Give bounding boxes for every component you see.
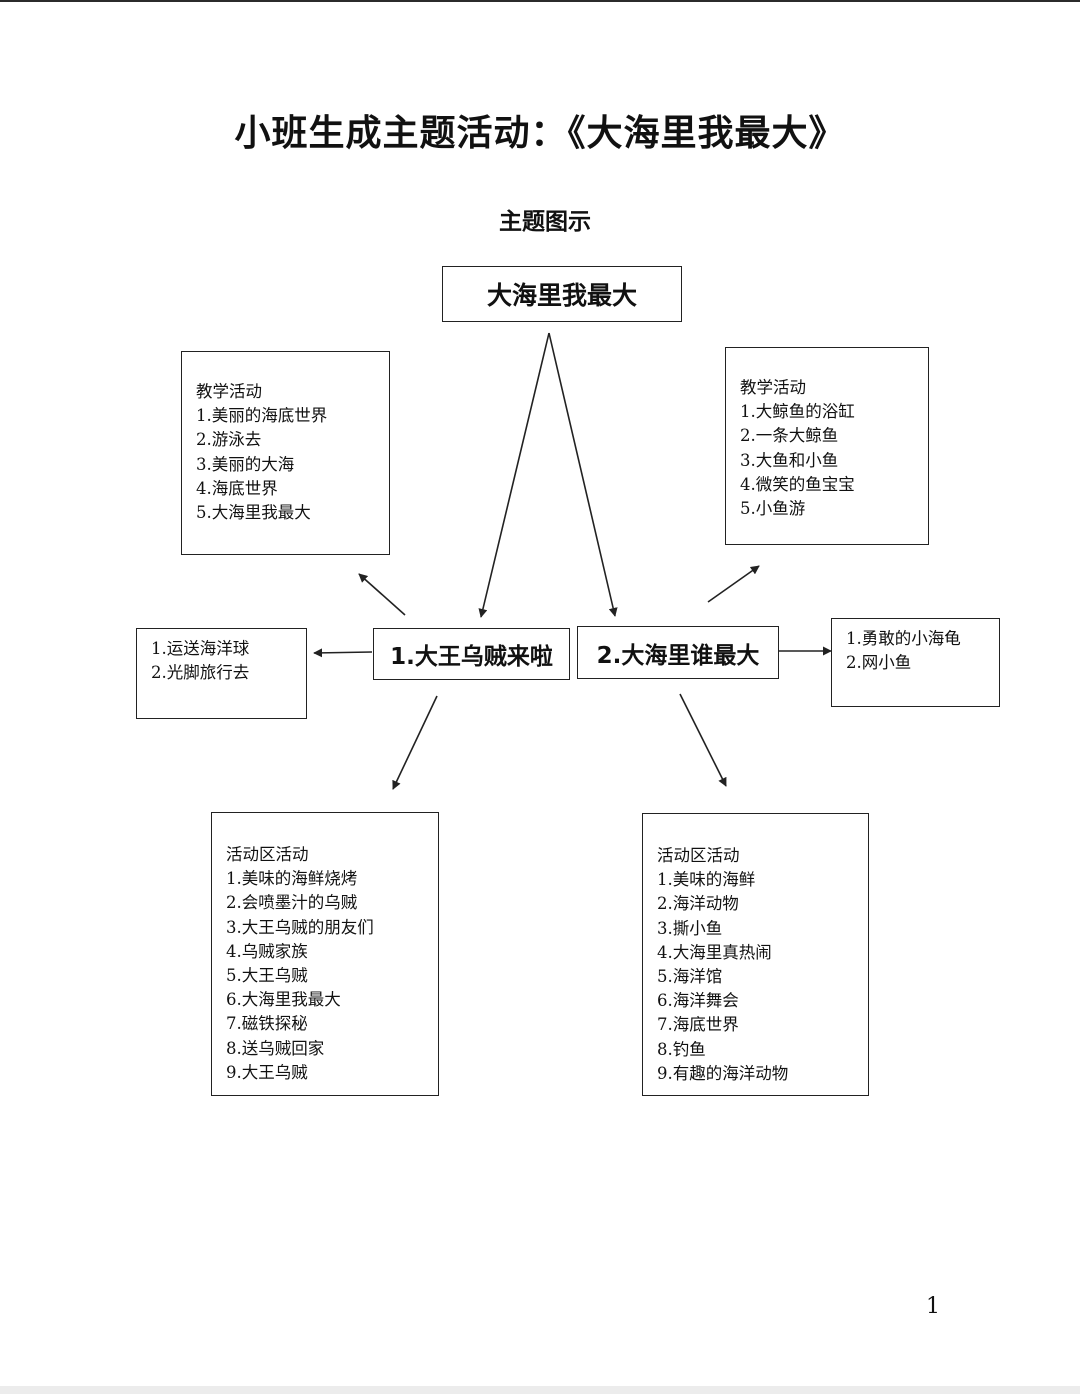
diagram-subtitle: 主题图示 <box>499 209 591 235</box>
list-item: 1.运送海洋球 <box>151 639 250 658</box>
area-right-heading: 活动区活动 <box>657 846 740 865</box>
list-item: 2.游泳去 <box>196 430 262 450</box>
list-item: 9.大王乌贼 <box>226 1062 308 1082</box>
list-item: 6.海洋舞会 <box>657 991 739 1011</box>
list-item: 4.海底世界 <box>196 478 278 498</box>
arrow-to-teaching-right <box>707 565 760 603</box>
top-rule <box>0 0 1080 2</box>
branch-box-right: 2.大海里谁最大 <box>577 626 779 679</box>
side-activities-left: 1.运送海洋球 2.光脚旅行去 <box>136 628 307 719</box>
list-item: 3.大鱼和小鱼 <box>740 450 839 470</box>
list-item: 9.有趣的海洋动物 <box>657 1063 789 1083</box>
list-item: 3.美丽的大海 <box>196 454 295 474</box>
list-item: 8.送乌贼回家 <box>226 1038 325 1058</box>
list-item: 4.大海里真热闹 <box>657 942 772 962</box>
list-item: 5.小鱼游 <box>740 499 806 519</box>
list-item: 7.海底世界 <box>657 1015 739 1035</box>
list-item: 5.大海里我最大 <box>196 503 311 523</box>
root-theme-box: 大海里我最大 <box>442 266 682 322</box>
list-item: 2.网小鱼 <box>846 653 912 673</box>
list-item: 2.一条大鲸鱼 <box>740 426 839 446</box>
list-item: 2.会喷墨汁的乌贼 <box>226 893 358 913</box>
arrow-to-area-left <box>392 695 438 790</box>
arrow-root-to-right-branch <box>548 332 618 617</box>
teaching-left-heading: 教学活动 <box>196 382 262 401</box>
branch-box-left: 1.大王乌贼来啦 <box>373 628 570 680</box>
list-item: 1.美丽的海底世界 <box>196 406 328 426</box>
page-title: 小班生成主题活动：《大海里我最大》 <box>234 113 846 154</box>
arrow-to-area-right <box>679 693 727 787</box>
arrow-to-side-left <box>313 648 373 658</box>
area-activities-left: 活动区活动 1.美味的海鲜烧烤 2.会喷墨汁的乌贼 3.大王乌贼的朋友们 4.乌… <box>211 812 439 1096</box>
area-activities-right: 活动区活动 1.美味的海鲜 2.海洋动物 3.撕小鱼 4.大海里真热闹 5.海洋… <box>642 813 869 1096</box>
list-item: 2.光脚旅行去 <box>151 663 250 683</box>
list-item: 5.海洋馆 <box>657 967 723 987</box>
list-item: 5.大王乌贼 <box>226 966 308 986</box>
list-item: 2.海洋动物 <box>657 894 739 914</box>
list-item: 1.大鲸鱼的浴缸 <box>740 402 855 422</box>
teaching-activities-left: 教学活动 1.美丽的海底世界 2.游泳去 3.美丽的大海 4.海底世界 5.大海… <box>181 351 390 555</box>
page-number: 1 <box>926 1294 940 1319</box>
list-item: 6.大海里我最大 <box>226 990 341 1010</box>
list-item: 3.大王乌贼的朋友们 <box>226 917 374 937</box>
list-item: 1.勇敢的小海龟 <box>846 629 961 648</box>
teaching-activities-right: 教学活动 1.大鲸鱼的浴缸 2.一条大鲸鱼 3.大鱼和小鱼 4.微笑的鱼宝宝 5… <box>725 347 929 545</box>
list-item: 4.乌贼家族 <box>226 941 308 961</box>
side-activities-right: 1.勇敢的小海龟 2.网小鱼 <box>831 618 1000 707</box>
list-item: 4.微笑的鱼宝宝 <box>740 474 855 494</box>
list-item: 7.磁铁探秘 <box>226 1014 308 1034</box>
list-item: 8.钓鱼 <box>657 1039 706 1059</box>
list-item: 1.美味的海鲜烧烤 <box>226 869 358 889</box>
list-item: 1.美味的海鲜 <box>657 870 756 890</box>
bottom-band <box>0 1386 1080 1394</box>
arrow-root-to-left-branch <box>478 332 550 618</box>
arrow-to-teaching-left <box>358 573 406 616</box>
teaching-right-heading: 教学活动 <box>740 378 806 397</box>
area-left-heading: 活动区活动 <box>226 845 309 864</box>
list-item: 3.撕小鱼 <box>657 918 723 938</box>
